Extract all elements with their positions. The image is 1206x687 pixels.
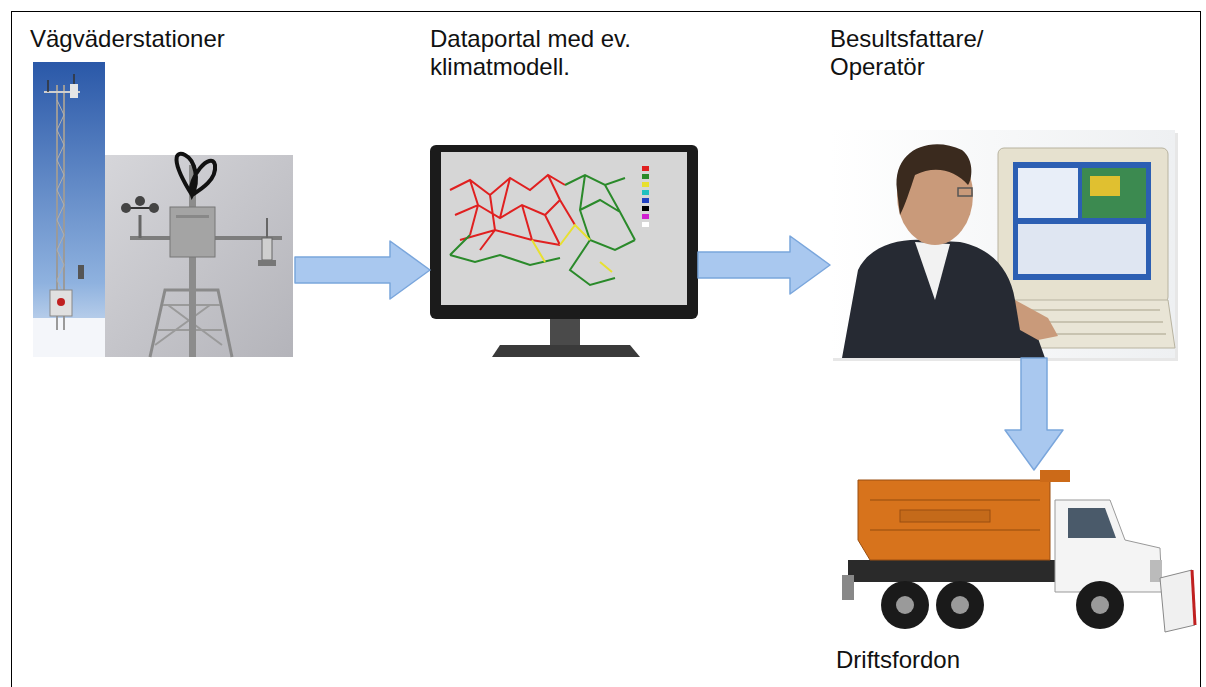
illustrated-node: Dataportal med ev. klimatmodell. [430,25,698,357]
node-heading: Driftsfordon [836,646,960,674]
block-arrow [698,236,830,294]
weather-station-photo [33,62,105,357]
illustrated-node: Besultsfattare/ Operatör [830,25,1176,358]
frame [12,12,1201,687]
operator-photo [830,130,1178,361]
illustrated-node: Driftsfordon [836,470,1196,676]
node-heading: Dataportal med ev. klimatmodell. [430,25,680,81]
plow-truck [842,470,1195,632]
node-heading: Besultsfattare/ Operatör [830,25,1040,81]
block-arrow [295,241,430,299]
block-arrow [1005,358,1063,470]
monitor-map [430,145,698,357]
weather-station-closeup [105,154,293,357]
node-heading: Vägväderstationer [30,25,225,53]
illustrated-node: Vägväderstationer [30,25,295,357]
